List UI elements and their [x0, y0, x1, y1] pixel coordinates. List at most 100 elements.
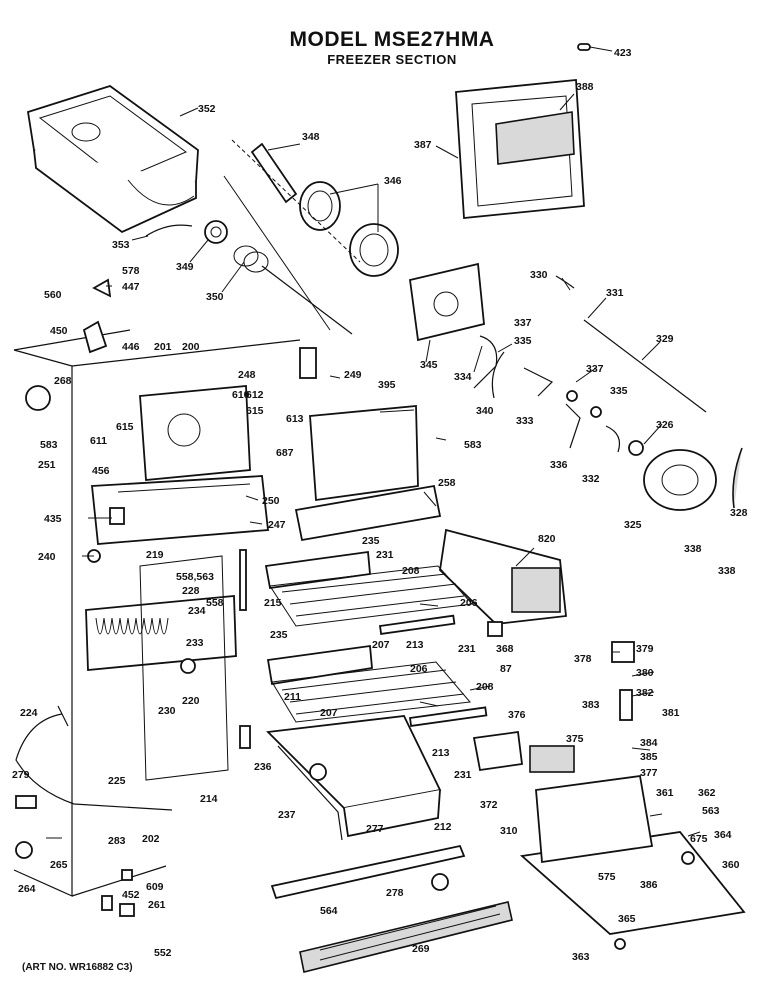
part-drawing-duct — [91, 385, 269, 545]
part-label: 250 — [262, 495, 280, 507]
part-label: 206 — [410, 663, 428, 675]
part-label: 372 — [480, 799, 498, 811]
part-drawing-ice-maker — [439, 528, 567, 625]
part-label: 452 — [122, 889, 140, 901]
part-drawing-ice-bucket — [26, 85, 199, 234]
part-label: 336 — [550, 459, 568, 471]
part-label: 435 — [44, 513, 62, 525]
part-label: 247 — [268, 519, 286, 531]
part-label: 338 — [718, 565, 736, 577]
part-label: 231 — [376, 549, 394, 561]
part-label: 395 — [378, 379, 396, 391]
part-label: 329 — [656, 333, 674, 345]
part-labels: 423 352 348 388 387 346 353 349 578 560 … — [12, 47, 748, 963]
part-label: 333 — [516, 415, 534, 427]
part-label: 363 — [572, 951, 590, 963]
part-drawing-cover-panel — [309, 405, 419, 502]
part-label: 337 — [586, 363, 604, 375]
part-label: 450 — [50, 325, 68, 337]
part-label: 237 — [278, 809, 296, 821]
part-label: 338 — [684, 543, 702, 555]
part-label: 326 — [656, 419, 674, 431]
part-label: 240 — [38, 551, 56, 563]
part-label: 447 — [122, 281, 140, 293]
model-title: MODEL MSE27HMA — [289, 28, 495, 51]
part-label: 335 — [610, 385, 628, 397]
part-label: 206 — [460, 597, 478, 609]
part-drawing-drawer-rail — [270, 844, 466, 900]
part-label: 376 — [508, 709, 526, 721]
part-drawing-shelves — [264, 550, 488, 727]
part-label: 330 — [530, 269, 548, 281]
art-number: (ART NO. WR16882 C3) — [22, 962, 133, 973]
part-label: 200 — [182, 341, 200, 353]
part-label: 325 — [624, 519, 642, 531]
part-label: 558,563 — [176, 571, 214, 583]
part-drawing-evaporator — [85, 555, 237, 781]
part-label: 248 — [238, 369, 256, 381]
part-label: 225 — [108, 775, 126, 787]
part-label: 675 — [690, 833, 708, 845]
part-label: 362 — [698, 787, 716, 799]
part-label: 213 — [432, 747, 450, 759]
part-label: 365 — [618, 913, 636, 925]
part-label: 423 — [614, 47, 632, 59]
part-label: 201 — [154, 341, 172, 353]
part-drawing-air-tube — [294, 484, 442, 542]
part-label: 383 — [582, 699, 600, 711]
part-label: 335 — [514, 335, 532, 347]
part-label: 611 — [90, 435, 107, 447]
part-label: 310 — [500, 825, 518, 837]
part-label: 382 — [636, 687, 654, 699]
part-label: 353 — [112, 239, 130, 251]
part-label: 380 — [636, 667, 654, 679]
part-label: 269 — [412, 943, 430, 955]
part-label: 334 — [454, 371, 472, 383]
part-label: 379 — [636, 643, 654, 655]
part-label: 352 — [198, 103, 216, 115]
section-title: FREEZER SECTION — [327, 52, 457, 67]
part-label: 207 — [320, 707, 338, 719]
part-label: 235 — [270, 629, 288, 641]
part-label: 384 — [640, 737, 658, 749]
part-label: 224 — [20, 707, 38, 719]
part-label: 332 — [582, 473, 600, 485]
part-label: 231 — [454, 769, 472, 781]
part-label: 615 — [246, 405, 264, 417]
part-label: 446 — [122, 341, 140, 353]
part-label: 368 — [496, 643, 514, 655]
part-label: 348 — [302, 131, 320, 143]
part-label: 230 — [158, 705, 176, 717]
part-label: 345 — [420, 359, 438, 371]
part-label: 279 — [12, 769, 30, 781]
part-label: 208 — [402, 565, 420, 577]
part-label: 613 — [286, 413, 304, 425]
part-label: 235 — [362, 535, 380, 547]
part-drawing-grille — [299, 901, 513, 973]
part-label: 386 — [640, 879, 658, 891]
part-label: 820 — [538, 533, 556, 545]
part-drawing-drawer — [266, 715, 442, 841]
part-drawing-motor — [628, 440, 743, 511]
part-label: 609 — [146, 881, 164, 893]
part-label: 578 — [122, 265, 140, 277]
part-label: 220 — [182, 695, 200, 707]
part-label: 583 — [464, 439, 482, 451]
part-drawing-423 — [577, 43, 591, 51]
part-label: 236 — [254, 761, 272, 773]
part-label: 265 — [50, 859, 68, 871]
part-drawing-blades — [223, 139, 399, 331]
part-label: 560 — [44, 289, 62, 301]
part-label: 612 — [246, 389, 264, 401]
part-label: 387 — [414, 139, 432, 151]
part-label: 564 — [320, 905, 338, 917]
part-label: 456 — [92, 465, 110, 477]
part-label: 381 — [662, 707, 680, 719]
part-label: 375 — [566, 733, 584, 745]
part-label: 575 — [598, 871, 616, 883]
part-label: 388 — [576, 81, 594, 93]
part-label: 208 — [476, 681, 494, 693]
part-label: 331 — [606, 287, 624, 299]
leader-lines — [46, 46, 701, 839]
